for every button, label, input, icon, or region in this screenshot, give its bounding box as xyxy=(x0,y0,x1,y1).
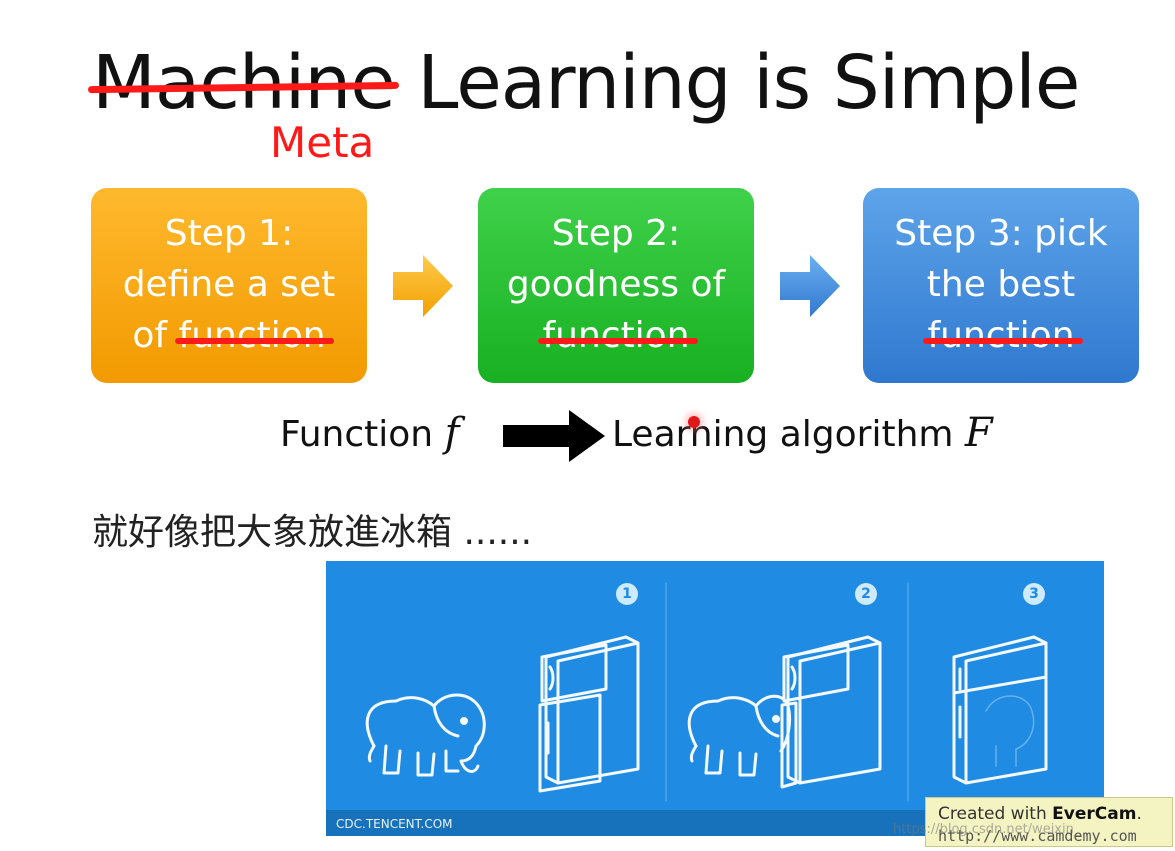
evercam-created-with: Created with EverCam. xyxy=(938,804,1142,824)
evercam-watermark: Created with EverCam. http://www.camdemy… xyxy=(925,797,1173,847)
arrow-right-icon xyxy=(393,255,453,317)
step-2-line-2: goodness of xyxy=(506,264,726,305)
step-3-line-1: Step 3: pick xyxy=(894,213,1108,254)
evercam-url: http://www.camdemy.com xyxy=(938,827,1137,845)
arrow-right-icon xyxy=(503,410,605,462)
function-label: Function f xyxy=(280,410,460,456)
struck-function: function xyxy=(923,310,1083,361)
step-2-line-1: Step 2: xyxy=(551,213,681,254)
step-badge-1: 1 xyxy=(616,583,638,605)
step-3-line-2: the best xyxy=(926,264,1076,305)
elephant-fridge-illustration: 1 2 3 CDC.TENCENT.COM xyxy=(326,561,1104,836)
replacement-word-meta: Meta xyxy=(270,118,375,167)
step-box-2: Step 2: goodness of function xyxy=(478,188,754,383)
title-rest: Learning is Simple xyxy=(394,40,1080,126)
step-box-1: Step 1: define a set of function xyxy=(91,188,367,383)
step-box-3: Step 3: pick the best function xyxy=(863,188,1139,383)
struck-word-machine: Machine xyxy=(87,40,399,126)
symbol-f: f xyxy=(444,410,460,456)
analogy-text: 就好像把大象放進冰箱 ...... xyxy=(92,512,533,553)
struck-function: function xyxy=(538,310,698,361)
fridge-icon xyxy=(780,635,882,789)
symbol-F: F xyxy=(964,410,993,456)
illustration-svg xyxy=(365,582,1048,802)
blog-watermark: https://blog.csdn.net/weixin_ xyxy=(893,822,1081,837)
step-badge-2: 2 xyxy=(855,583,877,605)
panel-caption: CDC.TENCENT.COM xyxy=(336,817,453,831)
step-1-line-3: of function xyxy=(91,310,367,361)
pointer-dot xyxy=(688,416,700,428)
learning-algorithm-label: Learning algorithm F xyxy=(612,410,993,456)
fridge-icon xyxy=(952,635,1048,785)
arrow-right-icon xyxy=(780,255,840,317)
struck-function: function xyxy=(174,310,334,361)
step-badge-3: 3 xyxy=(1023,583,1045,605)
slide-title: Machine Learning is Simple xyxy=(87,40,1080,130)
step-1-line-1: Step 1: xyxy=(164,213,294,254)
step-1-line-2: define a set xyxy=(122,264,336,305)
step-3-line-3: function xyxy=(863,310,1139,361)
elephant-icon xyxy=(365,693,486,777)
elephant-icon xyxy=(687,694,792,777)
fridge-icon xyxy=(538,635,640,793)
step-2-line-3: function xyxy=(478,310,754,361)
